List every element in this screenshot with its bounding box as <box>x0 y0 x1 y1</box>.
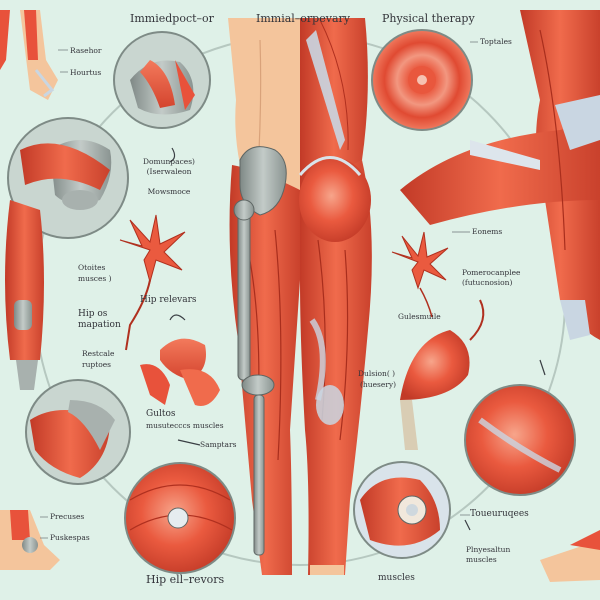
hip-joint-circle <box>7 117 129 239</box>
label-toptales: Toptales <box>480 37 512 46</box>
top-left-leg <box>0 10 58 100</box>
center-legs <box>228 18 372 575</box>
muscle-shape-lower <box>140 364 220 406</box>
label-musces: musces ) <box>78 274 112 283</box>
cone-muscle <box>400 299 485 450</box>
label-hip-extensors: Hip ell–revors <box>146 573 225 586</box>
label-huesery: (huesery) <box>360 380 397 389</box>
label-musutecccs: musutecccs muscles <box>146 421 224 430</box>
bottom-left-foot <box>0 510 60 570</box>
label-restcale: Restcale <box>82 349 115 358</box>
connector-arrows <box>169 147 546 531</box>
label-puskespas: Puskespas <box>50 533 90 542</box>
label-eonems: Eonems <box>472 227 503 236</box>
label-muscles-right: muscles <box>466 555 497 564</box>
title-center: Immial–orpevary <box>256 12 350 25</box>
flower-left <box>119 214 186 351</box>
bottom-right-foot <box>540 530 600 582</box>
label-hip-os: Hip os <box>78 309 108 319</box>
right-large-muscle <box>400 10 600 340</box>
label-mowsmoce: Mowsmoce <box>147 187 191 196</box>
label-hourtus: Hourtus <box>70 68 102 77</box>
title-left: Immiedpoct–or <box>130 12 214 25</box>
label-domunpaces: Domunpaces) <box>143 157 195 166</box>
title-right: Physical therapy <box>382 12 475 25</box>
label-rasehor: Rasehor <box>70 46 102 55</box>
bottom-muscle-circle <box>353 461 451 559</box>
label-mapation: mapation <box>78 320 121 330</box>
flower-right <box>391 231 449 318</box>
label-precuses: Precuses <box>50 512 85 521</box>
label-hip-relevars: Hip relevars <box>140 295 197 305</box>
label-dulsion: Dulsion( ) <box>358 369 396 378</box>
label-pomerocanplee: Pomerocanplee <box>462 268 521 277</box>
label-gultos: Gultos <box>146 409 176 419</box>
target-circle <box>371 29 473 131</box>
label-muscles-bottom: muscles <box>378 573 415 583</box>
label-toueuruqees: Toueuruqees <box>470 509 529 519</box>
left-leg-strip <box>5 200 44 390</box>
hip-flexor-circle <box>124 462 236 574</box>
left-muscle-circle <box>25 379 131 485</box>
label-ruptoes: ruptoes <box>82 360 112 369</box>
label-gulesmuile: Gulesmuile <box>398 312 441 321</box>
label-futucnosion: (futucnosion) <box>462 278 513 287</box>
pelvis-circle <box>113 31 211 129</box>
label-plnyesaltun: Plnyesaltun <box>466 545 511 554</box>
label-samptars: Samptars <box>200 440 237 449</box>
right-ball <box>464 384 576 496</box>
label-iserwaleon: (Iserwaleon <box>146 167 192 176</box>
label-otoites: Otoites <box>78 263 106 272</box>
leader-lines <box>40 41 478 539</box>
